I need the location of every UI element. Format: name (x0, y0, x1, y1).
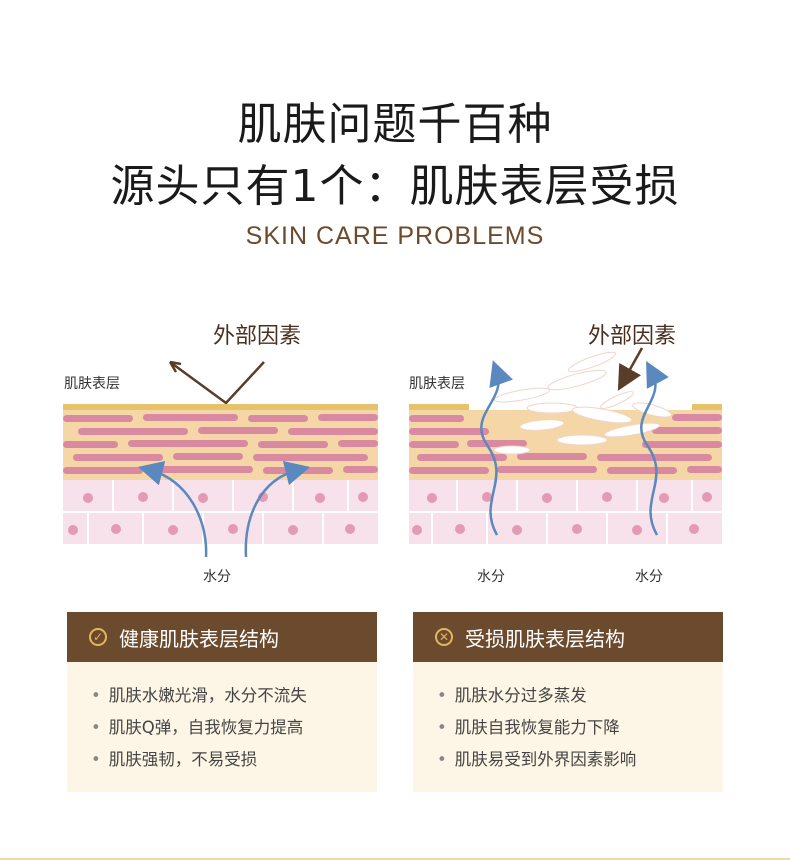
bottom-divider (0, 858, 790, 860)
water-arrow-left (137, 461, 208, 558)
damaged-skin-illustration (409, 347, 722, 544)
healthy-skin-layers (63, 414, 378, 474)
list-item: 肌肤强韧，不易受损 (91, 744, 377, 776)
flaking-skin (493, 351, 672, 455)
skin-surface-label: 肌肤表层 (64, 376, 120, 392)
water-evaporation-arrow-left (480, 360, 513, 536)
external-factors-label: 外部因素 (213, 324, 302, 349)
page-title-line2: 源头只有1个：肌肤表层受损 (110, 161, 680, 212)
external-factors-label: 外部因素 (588, 324, 677, 349)
skin-surface-label: 肌肤表层 (409, 376, 465, 392)
damaged-card-header: ✕ 受损肌肤表层结构 (413, 612, 723, 662)
healthy-benefits-list: 肌肤水嫩光滑，水分不流失 肌肤Q弹，自我恢复力提高 肌肤强韧，不易受损 (67, 662, 377, 776)
water-label-right: 水分 (635, 569, 663, 585)
page-subtitle: SKIN CARE PROBLEMS (245, 222, 545, 250)
check-circle-icon: ✓ (89, 628, 107, 646)
healthy-card-title: 健康肌肤表层结构 (119, 626, 279, 651)
damaged-card-title: 受损肌肤表层结构 (465, 626, 625, 651)
healthy-skin-card: ✓ 健康肌肤表层结构 肌肤水嫩光滑，水分不流失 肌肤Q弹，自我恢复力提高 肌肤强… (67, 612, 377, 792)
list-item: 肌肤易受到外界因素影响 (437, 744, 723, 776)
water-label-left: 水分 (477, 569, 505, 585)
external-factor-arrow (169, 360, 265, 405)
external-factor-arrow (617, 347, 644, 391)
damaged-skin-card: ✕ 受损肌肤表层结构 肌肤水分过多蒸发 肌肤自我恢复能力下降 肌肤易受到外界因素… (413, 612, 723, 792)
healthy-skin-illustration (63, 360, 378, 558)
x-circle-icon: ✕ (435, 628, 453, 646)
list-item: 肌肤水嫩光滑，水分不流失 (91, 680, 377, 712)
page-title-line1: 肌肤问题千百种 (237, 99, 553, 150)
water-evaporation-arrow-right (640, 360, 669, 536)
damaged-problems-list: 肌肤水分过多蒸发 肌肤自我恢复能力下降 肌肤易受到外界因素影响 (413, 662, 723, 776)
list-item: 肌肤Q弹，自我恢复力提高 (91, 712, 377, 744)
list-item: 肌肤自我恢复能力下降 (437, 712, 723, 744)
water-label: 水分 (203, 569, 231, 585)
healthy-skin-diagram: 外部因素 肌肤表层 水分 (58, 300, 388, 600)
damaged-skin-diagram: 外部因素 肌肤表层 水分 水分 (402, 300, 732, 600)
healthy-card-header: ✓ 健康肌肤表层结构 (67, 612, 377, 662)
list-item: 肌肤水分过多蒸发 (437, 680, 723, 712)
water-arrow-right (244, 460, 311, 558)
